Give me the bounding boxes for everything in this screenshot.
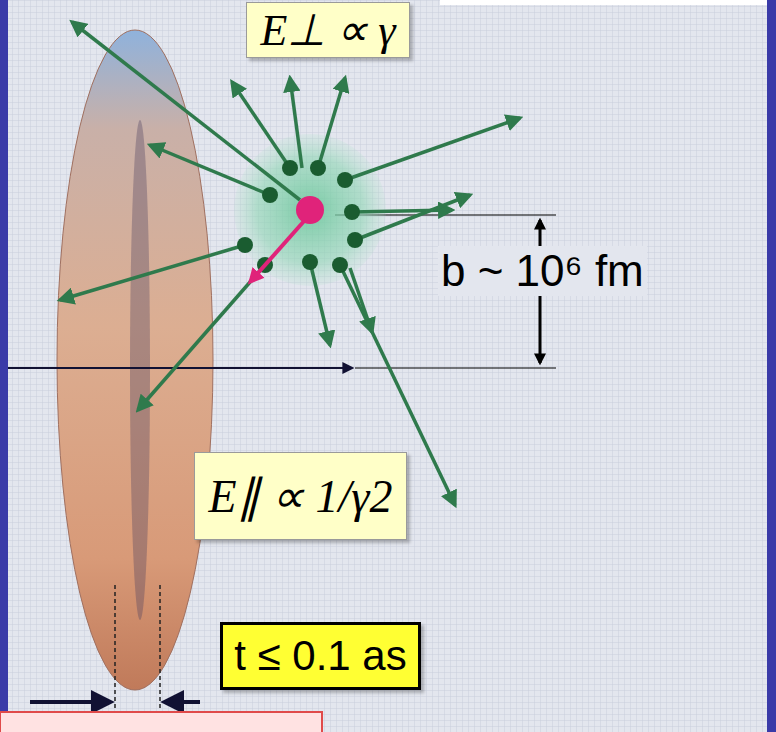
field-pancake (57, 30, 213, 690)
formula-text: E∥ ∝ 1/γ2 (208, 469, 392, 523)
b-guide (355, 368, 556, 369)
formula-box: E⊥ ∝ γ (246, 2, 410, 58)
formula-text: t ≤ 0.1 as (234, 632, 406, 680)
electrons (237, 160, 363, 273)
nucleus (296, 196, 324, 224)
width-guide (114, 585, 116, 712)
pancake-core (130, 120, 150, 620)
pink-panel (0, 712, 322, 732)
left-border (0, 0, 8, 732)
atom-cloud (234, 134, 386, 286)
formula-box: E∥ ∝ 1/γ2 (194, 452, 407, 540)
recoil-arrow (250, 220, 305, 282)
width-guide (159, 585, 161, 712)
time-box: t ≤ 0.1 as (220, 622, 421, 690)
formula-text: E⊥ ∝ γ (260, 4, 395, 56)
width-arrow (30, 700, 110, 704)
impact-parameter-label: b ~ 10⁶ fm (438, 246, 647, 296)
ion-path-arrow (8, 367, 352, 369)
width-arrow (165, 700, 200, 704)
right-border (767, 0, 776, 732)
top-strip (440, 0, 776, 5)
